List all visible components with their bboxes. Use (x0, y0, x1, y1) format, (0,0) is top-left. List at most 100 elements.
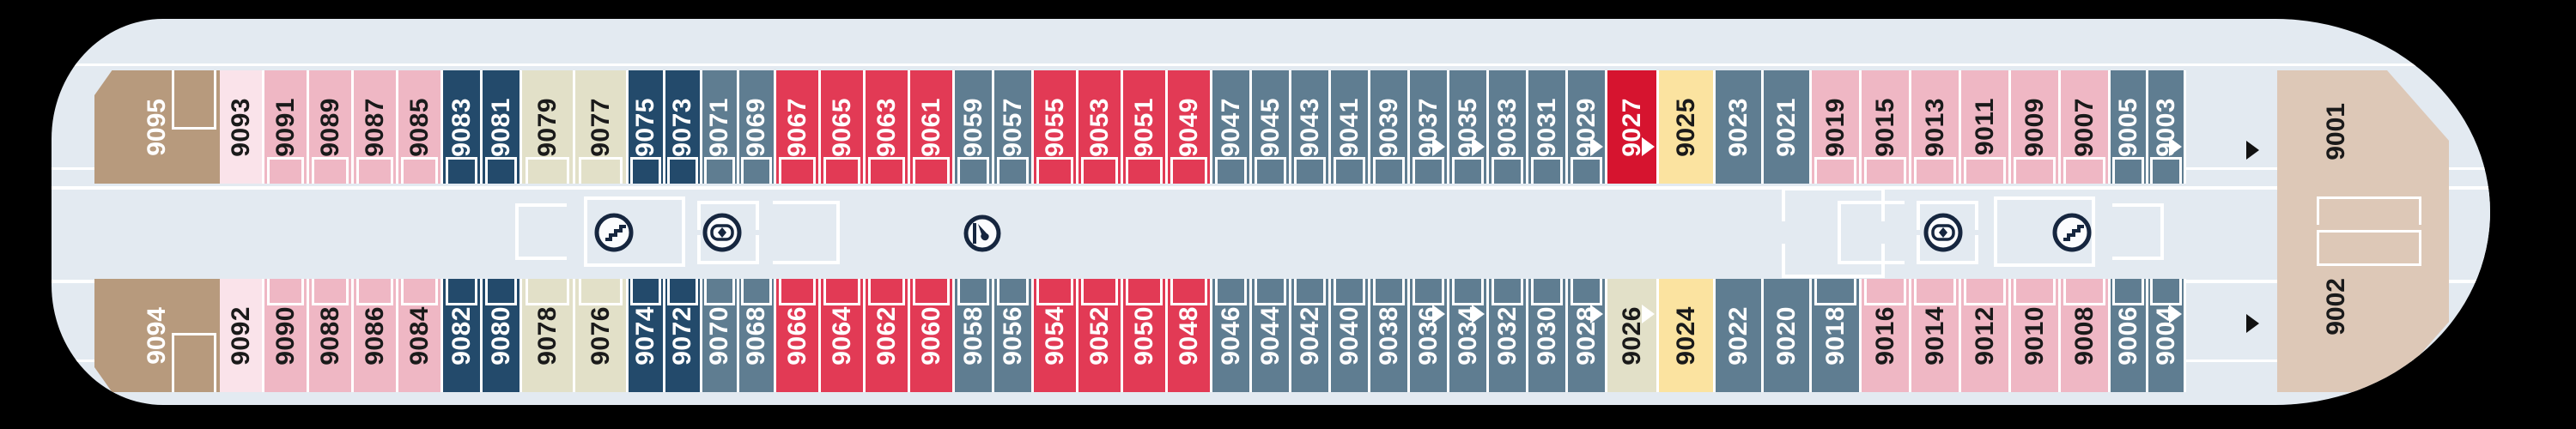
cabin-9064[interactable]: 9064 (821, 279, 866, 392)
cabin-9046[interactable]: 9046 (1212, 279, 1252, 392)
cabin-9035[interactable]: 9035 (1449, 70, 1489, 184)
cabin-9075[interactable]: 9075 (629, 70, 665, 184)
cabin-9054[interactable]: 9054 (1034, 279, 1078, 392)
cabin-9092[interactable]: 9092 (220, 279, 264, 392)
cabin-9079[interactable]: 9079 (522, 70, 575, 184)
cabin-9070[interactable]: 9070 (702, 279, 739, 392)
cabin-9006[interactable]: 9006 (2111, 279, 2148, 392)
cabin-9015[interactable]: 9015 (1862, 70, 1911, 184)
cabin-9005[interactable]: 9005 (2111, 70, 2148, 184)
cabin-9004[interactable]: 9004 (2148, 279, 2186, 392)
cabin-9057[interactable]: 9057 (994, 70, 1034, 184)
cabin-9090[interactable]: 9090 (264, 279, 309, 392)
cabin-9019[interactable]: 9019 (1812, 70, 1862, 184)
cabin-9018[interactable]: 9018 (1812, 279, 1862, 392)
cabin-9062[interactable]: 9062 (866, 279, 910, 392)
cabin-9087[interactable]: 9087 (354, 70, 398, 184)
cabin-9012[interactable]: 9012 (1961, 279, 2011, 392)
cabin-9058[interactable]: 9058 (955, 279, 994, 392)
cabin-9048[interactable]: 9048 (1168, 279, 1212, 392)
cabin-9069[interactable]: 9069 (739, 70, 776, 184)
cabin-9034[interactable]: 9034 (1449, 279, 1489, 392)
cabin-9027[interactable]: 9027 (1607, 70, 1659, 184)
cabin-9007[interactable]: 9007 (2061, 70, 2111, 184)
cabin-9093[interactable]: 9093 (220, 70, 264, 184)
cabin-9008[interactable]: 9008 (2061, 279, 2111, 392)
cabin-9030[interactable]: 9030 (1528, 279, 1568, 392)
cabin-9056[interactable]: 9056 (994, 279, 1034, 392)
cabin-9045[interactable]: 9045 (1252, 70, 1291, 184)
cabin-9040[interactable]: 9040 (1331, 279, 1370, 392)
stairs-icon[interactable] (594, 213, 634, 252)
cabin-9072[interactable]: 9072 (665, 279, 702, 392)
cabin-9077[interactable]: 9077 (575, 70, 629, 184)
cabin-9013[interactable]: 9013 (1911, 70, 1961, 184)
suite-9094[interactable]: 9094 (94, 279, 220, 392)
elevator-icon[interactable] (1923, 213, 1963, 252)
cabin-9011[interactable]: 9011 (1961, 70, 2011, 184)
cabin-9073[interactable]: 9073 (665, 70, 702, 184)
cabin-9014[interactable]: 9014 (1911, 279, 1961, 392)
cabin-9026[interactable]: 9026 (1607, 279, 1659, 392)
cabin-9088[interactable]: 9088 (309, 279, 354, 392)
cabin-9029[interactable]: 9029 (1568, 70, 1607, 184)
cabin-9047[interactable]: 9047 (1212, 70, 1252, 184)
cabin-9053[interactable]: 9053 (1078, 70, 1123, 184)
cabin-9020[interactable]: 9020 (1764, 279, 1812, 392)
cabin-9032[interactable]: 9032 (1489, 279, 1528, 392)
cabin-9037[interactable]: 9037 (1410, 70, 1449, 184)
cabin-9049[interactable]: 9049 (1168, 70, 1212, 184)
cabin-9041[interactable]: 9041 (1331, 70, 1370, 184)
stairs-icon[interactable] (2052, 213, 2092, 252)
suite-9002[interactable]: 9002 (2277, 225, 2449, 392)
elevator-icon[interactable] (702, 213, 742, 252)
cabin-9021[interactable]: 9021 (1764, 70, 1812, 184)
cabin-9028[interactable]: 9028 (1568, 279, 1607, 392)
cabin-9086[interactable]: 9086 (354, 279, 398, 392)
cabin-9085[interactable]: 9085 (398, 70, 443, 184)
cabin-9067[interactable]: 9067 (776, 70, 821, 184)
cabin-9091[interactable]: 9091 (264, 70, 309, 184)
cabin-9025[interactable]: 9025 (1659, 70, 1716, 184)
cabin-9042[interactable]: 9042 (1291, 279, 1331, 392)
cabin-9023[interactable]: 9023 (1716, 70, 1764, 184)
cabin-9089[interactable]: 9089 (309, 70, 354, 184)
suite-9001[interactable]: 9001 (2277, 70, 2449, 238)
cabin-9063[interactable]: 9063 (866, 70, 910, 184)
cabin-9083[interactable]: 9083 (443, 70, 483, 184)
cabin-9024[interactable]: 9024 (1659, 279, 1716, 392)
cabin-9038[interactable]: 9038 (1370, 279, 1410, 392)
cabin-bathroom-outline (578, 157, 623, 184)
cabin-9039[interactable]: 9039 (1370, 70, 1410, 184)
suite-9095[interactable]: 9095 (94, 70, 220, 184)
cabin-9051[interactable]: 9051 (1123, 70, 1168, 184)
cabin-9043[interactable]: 9043 (1291, 70, 1331, 184)
cabin-9084[interactable]: 9084 (398, 279, 443, 392)
cabin-9022[interactable]: 9022 (1716, 279, 1764, 392)
cabin-9009[interactable]: 9009 (2011, 70, 2061, 184)
cabin-9078[interactable]: 9078 (522, 279, 575, 392)
cabin-9080[interactable]: 9080 (483, 279, 522, 392)
cabin-9066[interactable]: 9066 (776, 279, 821, 392)
cabin-9076[interactable]: 9076 (575, 279, 629, 392)
cabin-9060[interactable]: 9060 (910, 279, 955, 392)
cabin-9055[interactable]: 9055 (1034, 70, 1078, 184)
cabin-9016[interactable]: 9016 (1862, 279, 1911, 392)
cabin-9065[interactable]: 9065 (821, 70, 866, 184)
crew-service-icon[interactable] (963, 214, 1001, 252)
cabin-9050[interactable]: 9050 (1123, 279, 1168, 392)
cabin-9071[interactable]: 9071 (702, 70, 739, 184)
cabin-9003[interactable]: 9003 (2148, 70, 2186, 184)
cabin-9044[interactable]: 9044 (1252, 279, 1291, 392)
cabin-9074[interactable]: 9074 (629, 279, 665, 392)
cabin-9052[interactable]: 9052 (1078, 279, 1123, 392)
cabin-9068[interactable]: 9068 (739, 279, 776, 392)
cabin-9081[interactable]: 9081 (483, 70, 522, 184)
cabin-9061[interactable]: 9061 (910, 70, 955, 184)
cabin-9059[interactable]: 9059 (955, 70, 994, 184)
cabin-9010[interactable]: 9010 (2011, 279, 2061, 392)
cabin-9033[interactable]: 9033 (1489, 70, 1528, 184)
cabin-9031[interactable]: 9031 (1528, 70, 1568, 184)
cabin-9082[interactable]: 9082 (443, 279, 483, 392)
cabin-9036[interactable]: 9036 (1410, 279, 1449, 392)
